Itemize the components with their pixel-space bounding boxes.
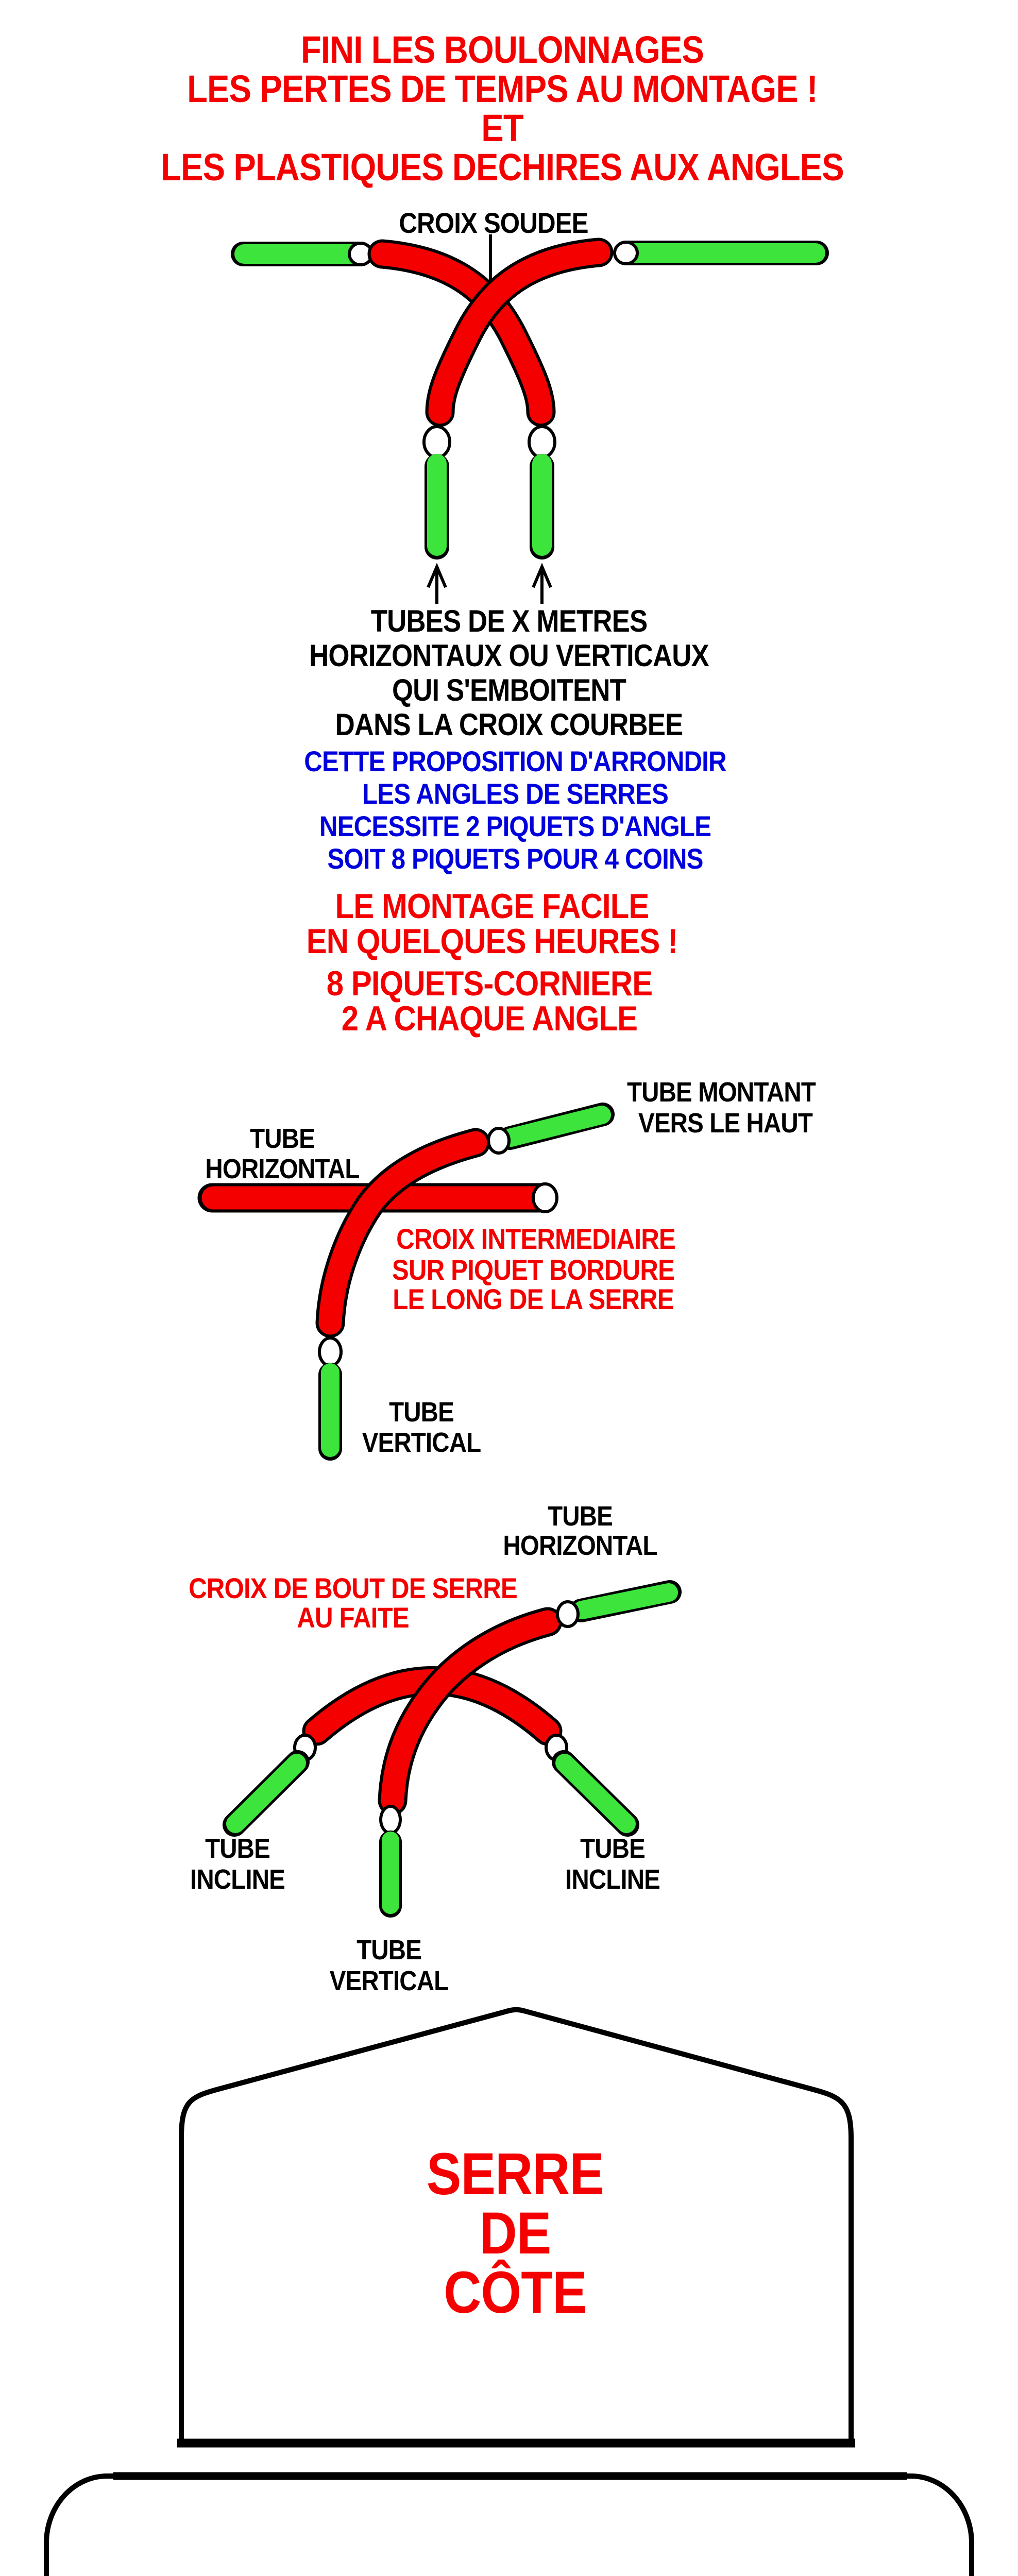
side-view-label: DE xyxy=(479,2200,552,2266)
white-tube-end xyxy=(422,425,451,459)
d2-caption-line: LE LONG DE LA SERRE xyxy=(393,1283,674,1315)
header-line: FINI LES BOULONNAGES xyxy=(301,28,704,71)
greenhouse-front-outline xyxy=(44,2472,974,2576)
green-tube-horizontal-left xyxy=(231,242,374,266)
d3-tube-incline-right-label: INCLINE xyxy=(565,1864,660,1895)
welded-cross-diagram xyxy=(231,234,829,604)
red-curved-tube xyxy=(315,1128,490,1338)
white-tube-end xyxy=(379,1805,402,1835)
green-tube-vertical xyxy=(318,1336,343,1461)
green-tube-horizontal-right xyxy=(613,241,829,265)
red-curved-tube xyxy=(378,1607,563,1816)
up-arrow-icon xyxy=(532,563,552,604)
d3-tube-incline-left-label: TUBE xyxy=(205,1833,270,1864)
green-tube-inclined-left xyxy=(223,1734,317,1837)
weld-caption-line: TUBES DE X METRES xyxy=(370,604,648,638)
green-tube-inclined-right xyxy=(545,1734,639,1837)
header-line: ET xyxy=(481,107,523,149)
green-tube-vertical-left xyxy=(422,425,451,560)
montage-line: LE MONTAGE FACILE xyxy=(335,887,650,926)
d3-tube-vertical-label: TUBE xyxy=(357,1935,422,1965)
d2-tube-vertical-label: VERTICAL xyxy=(362,1427,481,1458)
d2-tube-montant-label: TUBE MONTANT xyxy=(626,1077,816,1108)
weld-caption-line: HORIZONTAUX OU VERTICAUX xyxy=(309,638,709,673)
header-line: LES PERTES DE TEMPS AU MONTAGE ! xyxy=(187,67,818,110)
white-tube-end xyxy=(318,1336,343,1367)
d3-tube-vertical-label: VERTICAL xyxy=(329,1965,449,1996)
green-tube-ridge xyxy=(556,1580,682,1628)
white-tube-end xyxy=(528,425,556,459)
intermediate-cross-diagram xyxy=(197,1103,615,1461)
red-curved-tube xyxy=(425,238,614,427)
weld-caption-line: DANS LA CROIX COURBEE xyxy=(335,707,684,742)
proposal-line: NECESSITE 2 PIQUETS D'ANGLE xyxy=(319,810,711,842)
weld-caption-line: QUI S'EMBOITENT xyxy=(392,673,626,707)
proposal-line: SOIT 8 PIQUETS POUR 4 COINS xyxy=(327,842,703,875)
side-view-label: SERRE xyxy=(426,2141,604,2207)
white-tube-end xyxy=(532,1182,558,1213)
d2-caption-line: CROIX INTERMEDIAIRE xyxy=(396,1223,676,1255)
white-tube-end xyxy=(487,1127,511,1155)
d3-tube-incline-left-label: INCLINE xyxy=(190,1864,285,1895)
ridge-cross-diagram xyxy=(223,1580,682,1918)
up-arrow-icon xyxy=(427,563,447,604)
white-tube-end xyxy=(556,1600,580,1628)
d2-tube-horizontal-label: HORIZONTAL xyxy=(205,1154,360,1184)
d3-tube-incline-right-label: TUBE xyxy=(580,1833,646,1864)
d2-caption-line: SUR PIQUET BORDURE xyxy=(392,1253,675,1286)
greenhouse-side-outline xyxy=(177,2007,855,2448)
green-tube-vertical-right xyxy=(528,425,556,560)
proposal-line: LES ANGLES DE SERRES xyxy=(362,777,669,810)
d3-caption-line: AU FAITE xyxy=(297,1601,409,1634)
d3-caption-line: CROIX DE BOUT DE SERRE xyxy=(189,1572,518,1604)
piquets-line: 8 PIQUETS-CORNIERE xyxy=(326,964,653,1003)
weld-title: CROIX SOUDEE xyxy=(399,207,588,239)
red-curved-tube xyxy=(367,239,556,427)
d2-tube-horizontal-label: TUBE xyxy=(250,1123,315,1154)
montage-line: EN QUELQUES HEURES ! xyxy=(306,922,678,961)
header-line: LES PLASTIQUES DECHIRES AUX ANGLES xyxy=(161,146,844,189)
d3-tube-horizontal-label: HORIZONTAL xyxy=(503,1530,657,1561)
d2-tube-vertical-label: TUBE xyxy=(389,1397,454,1428)
proposal-line: CETTE PROPOSITION D'ARRONDIR xyxy=(304,745,726,777)
piquets-line: 2 A CHAQUE ANGLE xyxy=(341,999,638,1038)
d3-tube-horizontal-label: TUBE xyxy=(548,1501,613,1532)
d2-tube-montant-label: VERS LE HAUT xyxy=(638,1108,813,1139)
green-tube-vertical xyxy=(379,1805,402,1918)
side-view-label: CÔTE xyxy=(444,2260,587,2326)
white-tube-end xyxy=(613,241,639,265)
green-tube-rising xyxy=(487,1103,615,1155)
